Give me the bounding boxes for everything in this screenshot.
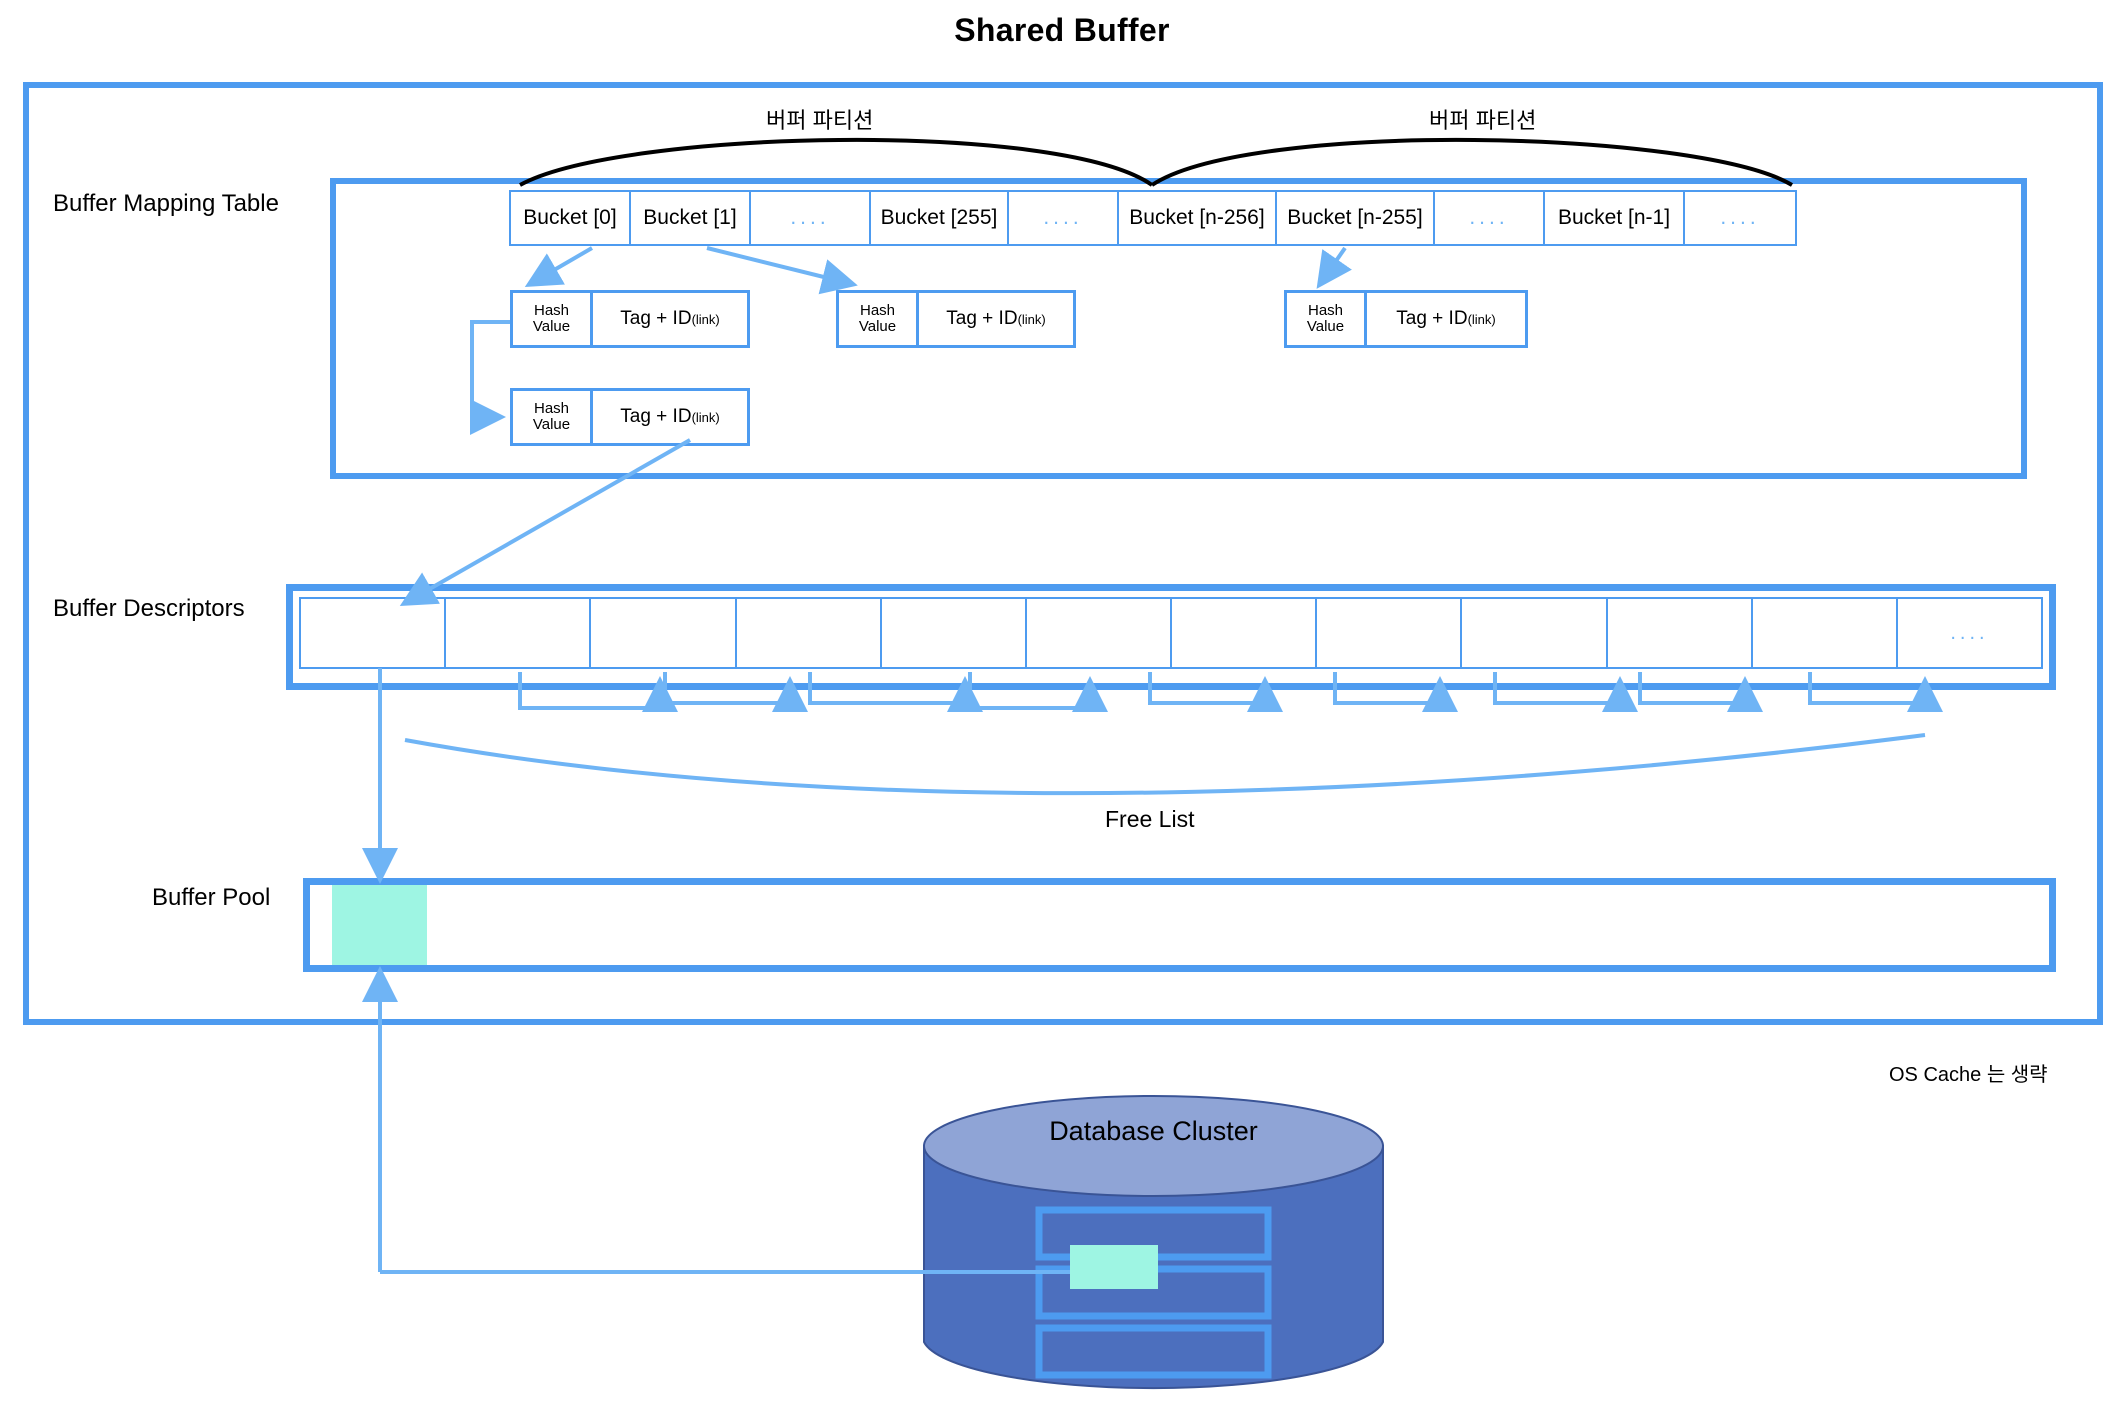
buffer-descriptor-cell[interactable]	[882, 599, 1027, 667]
hash-value-line2: Value	[532, 416, 571, 433]
buffer-pool-box	[303, 878, 2056, 972]
free-list-label: Free List	[1105, 806, 1195, 832]
buffer-descriptor-cell[interactable]	[1608, 599, 1753, 667]
bucket-cell[interactable]: Bucket [1]	[631, 192, 751, 244]
buffer-mapping-table-label: Buffer Mapping Table	[53, 190, 279, 217]
tag-id-cell: Tag + ID(link)	[1367, 293, 1525, 345]
bucket-cell[interactable]: Bucket [255]	[871, 192, 1009, 244]
tag-id-subscript: (link)	[1017, 311, 1046, 327]
buffer-pool-label: Buffer Pool	[152, 884, 271, 911]
tag-id-subscript: (link)	[691, 311, 720, 327]
hash-value-cell: Hash Value	[513, 293, 593, 345]
hash-value-line2: Value	[858, 318, 897, 335]
bucket-ellipsis[interactable]: ....	[1435, 192, 1545, 244]
database-highlight-block	[1070, 1245, 1158, 1289]
bucket-ellipsis[interactable]: ....	[1720, 206, 1760, 229]
shared-buffer-frame	[23, 82, 2103, 1025]
buffer-descriptor-cell[interactable]	[591, 599, 737, 667]
bucket-strip: Bucket [0]Bucket [1]....Bucket [255]....…	[509, 190, 1797, 246]
buffer-descriptor-cell[interactable]	[1753, 599, 1898, 667]
os-cache-note: OS Cache 는 생략	[1889, 1064, 2048, 1086]
bucket-cell[interactable]: Bucket [n-1]	[1545, 192, 1685, 244]
bucket-cell[interactable]: Bucket [n-255]	[1277, 192, 1435, 244]
hash-value-line1: Hash	[533, 399, 570, 417]
hash-entry-2: Hash Value Tag + ID(link)	[836, 290, 1076, 348]
database-cluster-label: Database Cluster	[1049, 1116, 1258, 1146]
hash-value-line1: Hash	[533, 301, 570, 319]
buffer-descriptors-label: Buffer Descriptors	[53, 595, 245, 622]
buffer-descriptor-cell[interactable]	[1317, 599, 1463, 667]
hash-value-line1: Hash	[859, 301, 896, 319]
buffer-descriptor-cell[interactable]	[446, 599, 592, 667]
buffer-descriptor-cell[interactable]	[1172, 599, 1318, 667]
buffer-pool-highlight-block	[332, 885, 427, 965]
tag-id-subscript: (link)	[1467, 311, 1496, 327]
buffer-descriptor-cell[interactable]	[737, 599, 882, 667]
tag-id-subscript: (link)	[691, 409, 720, 425]
buffer-descriptor-cell[interactable]	[1027, 599, 1173, 667]
buffer-descriptor-cell[interactable]	[301, 599, 447, 667]
bucket-ellipsis[interactable]: ....	[1009, 192, 1119, 244]
partition-label-left: 버퍼 파티션	[766, 108, 874, 133]
bucket-ellipsis[interactable]: ....	[751, 192, 871, 244]
hash-value-cell: Hash Value	[1287, 293, 1367, 345]
tag-id-cell: Tag + ID(link)	[593, 391, 747, 443]
buffer-descriptor-cell[interactable]	[1462, 599, 1608, 667]
page-title: Shared Buffer	[954, 12, 1170, 48]
bucket-cell[interactable]: Bucket [0]	[511, 192, 631, 244]
hash-value-line2: Value	[1306, 318, 1345, 335]
partition-label-right: 버퍼 파티션	[1429, 108, 1537, 133]
buffer-descriptors-strip: ....	[299, 597, 2043, 669]
database-cluster: Database Cluster	[922, 1094, 1385, 1394]
tag-id-text: Tag + ID	[620, 308, 692, 329]
tag-id-text: Tag + ID	[1396, 308, 1468, 329]
hash-entry-1: Hash Value Tag + ID(link)	[510, 388, 750, 446]
hash-entry-0: Hash Value Tag + ID(link)	[510, 290, 750, 348]
buffer-descriptor-cell[interactable]: ....	[1950, 621, 1989, 644]
hash-value-cell: Hash Value	[839, 293, 919, 345]
tag-id-text: Tag + ID	[620, 406, 692, 427]
hash-value-line1: Hash	[1307, 301, 1344, 319]
tag-id-text: Tag + ID	[946, 308, 1018, 329]
hash-value-line2: Value	[532, 318, 571, 335]
hash-entry-3: Hash Value Tag + ID(link)	[1284, 290, 1528, 348]
tag-id-cell: Tag + ID(link)	[593, 293, 747, 345]
hash-value-cell: Hash Value	[513, 391, 593, 443]
tag-id-cell: Tag + ID(link)	[919, 293, 1073, 345]
bucket-cell[interactable]: Bucket [n-256]	[1119, 192, 1277, 244]
